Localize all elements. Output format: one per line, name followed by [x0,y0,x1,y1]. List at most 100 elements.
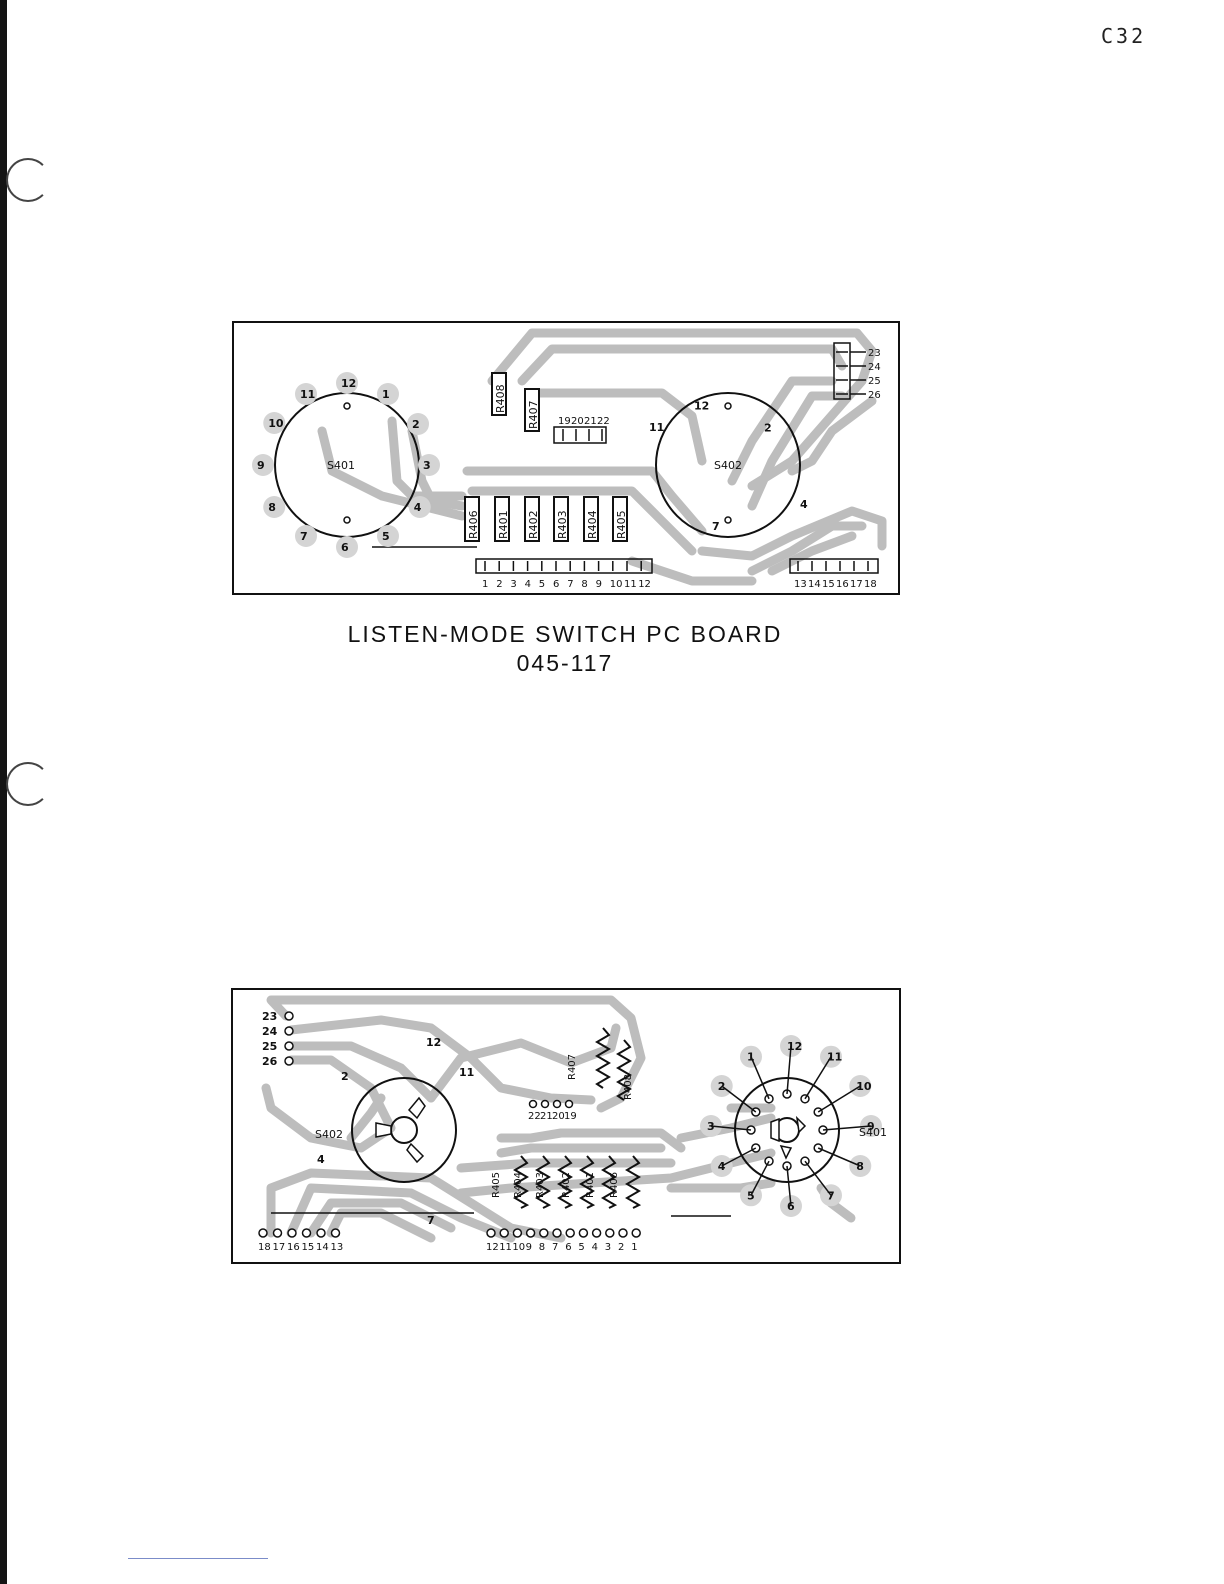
page-id: C32 [1101,24,1147,48]
resistor-r408: R408 [491,372,507,416]
terminal-right-label: 26 [868,390,881,401]
terminal-bottom-label: 6 [553,579,559,590]
terminal-bottom-label: 5 [539,579,545,590]
resistor-foil-label: R407 [567,1054,578,1080]
resistor-foil [595,1027,611,1089]
terminal-bottom-label: 10 [610,579,623,590]
terminal-bottom-label: 9 [596,579,602,590]
terminal-bottom-label: 4 [525,579,531,590]
connector-1-12 [475,558,653,574]
resistor-foil [616,1039,632,1101]
resistor-r407-label: R407 [527,400,540,429]
terminal-left-label: 24 [262,1025,278,1038]
terminal-bottom-label: 10 [512,1242,525,1253]
s402-foil-pin-label: 11 [459,1066,474,1079]
resistor-foil-label: R408 [623,1074,634,1100]
resistor-r405-label: R405 [615,510,628,539]
s401-foil-switch [734,1077,840,1183]
s401-foil-label: S401 [859,1126,887,1139]
s401-top-pin-label: 6 [341,541,349,554]
caption-part-number: 045-117 [516,650,614,676]
terminal-right-label: 23 [868,348,881,359]
terminal-bottom-label: 18 [258,1242,271,1253]
resistor-foil [535,1155,552,1209]
s402-top-switch [655,392,801,538]
terminal-bottom-label: 1 [482,579,488,590]
s402-foil-pin-label: 7 [427,1214,435,1227]
terminal-bottom-label: 3 [510,579,516,590]
resistor-foil-label: R401 [585,1172,596,1198]
pcb-top-view: R408 R407 R406 R401 R402 R403 R404 R405 … [232,321,900,595]
s402-foil-switch [351,1077,457,1183]
terminal-top-label: 21 [540,1111,553,1122]
terminal-top-label: 19 [564,1111,577,1122]
terminal-left-label: 23 [262,1010,277,1023]
s402-foil-pin-label: 2 [341,1070,349,1083]
s402-foil-pin-label: 12 [426,1036,441,1049]
s401-top-pin-label: 5 [382,530,390,543]
s401-foil-pin-label: 11 [827,1051,842,1064]
resistor-r402-label: R402 [527,510,540,539]
resistor-foil [557,1155,574,1209]
s401-top-pin-label: 1 [382,388,390,401]
resistor-r404-label: R404 [586,510,599,539]
terminal-top-label: 19 [558,416,571,427]
terminal-top-label: 20 [571,416,584,427]
s402-top-pin-label: 11 [649,421,664,434]
resistor-r401-label: R401 [497,510,510,539]
punch-hole-middle [6,762,50,806]
terminal-bottom-label: 11 [624,579,637,590]
s401-top-pin-label: 9 [257,459,265,472]
s401-foil-pin-label: 9 [867,1120,875,1133]
s401-foil-pin-label: 10 [856,1080,872,1093]
terminal-bottom-label: 11 [499,1242,512,1253]
punch-hole-top [6,158,50,202]
terminal-top-label: 21 [584,416,597,427]
s402-foil-label: S402 [315,1128,343,1141]
resistor-foil [579,1155,596,1209]
terminal-bottom-label: 8 [581,579,587,590]
terminal-bottom-label: 6 [565,1242,571,1253]
footer-rule [128,1558,268,1559]
terminal-bottom-label: 12 [638,579,651,590]
s401-foil-pin-label: 4 [718,1160,726,1173]
terminal-bottom-label: 1 [631,1242,637,1253]
terminal-right-label: 24 [868,362,881,373]
s401-foil-pin-label: 2 [718,1080,726,1093]
resistor-foil [513,1155,530,1209]
terminal-bottom-label: 17 [850,579,863,590]
s401-foil-pin-label: 1 [747,1051,755,1064]
terminal-bottom-label: 14 [808,579,821,590]
terminal-bottom-label: 13 [331,1242,344,1253]
terminal-top-label: 22 [597,416,610,427]
resistor-r404: R404 [583,496,599,542]
terminal-bottom-label: 2 [618,1242,624,1253]
s401-top-pin-label: 10 [268,417,284,430]
s401-top-label: S401 [327,459,355,472]
terminal-bottom-label: 7 [552,1242,558,1253]
resistor-r405: R405 [612,496,628,542]
connector-23-26 [833,342,851,400]
caption-title: LISTEN-MODE SWITCH PC BOARD [347,621,783,647]
terminal-bottom-label: 7 [567,579,573,590]
resistor-r401: R401 [494,496,510,542]
s401-foil-pin-label: 7 [827,1189,835,1202]
terminal-bottom-label: 16 [287,1242,300,1253]
resistor-foil-label: R404 [513,1172,524,1198]
s401-top-pin-label: 11 [300,388,315,401]
resistor-foil [625,1155,642,1209]
terminal-bottom-label: 15 [822,579,835,590]
terminal-bottom-label: 9 [526,1242,532,1253]
terminal-bottom-label: 13 [794,579,807,590]
s401-foil-pin-label: 6 [787,1200,795,1213]
terminal-bottom-label: 14 [316,1242,329,1253]
resistor-r403-label: R403 [556,510,569,539]
terminal-bottom-label: 3 [605,1242,611,1253]
s401-top-pin-label: 12 [341,377,356,390]
resistor-r408-label: R408 [494,384,507,413]
terminal-top-label: 22 [528,1111,541,1122]
terminal-bottom-label: 16 [836,579,849,590]
resistor-foil [601,1155,618,1209]
s401-top-pin-label: 8 [268,501,276,514]
